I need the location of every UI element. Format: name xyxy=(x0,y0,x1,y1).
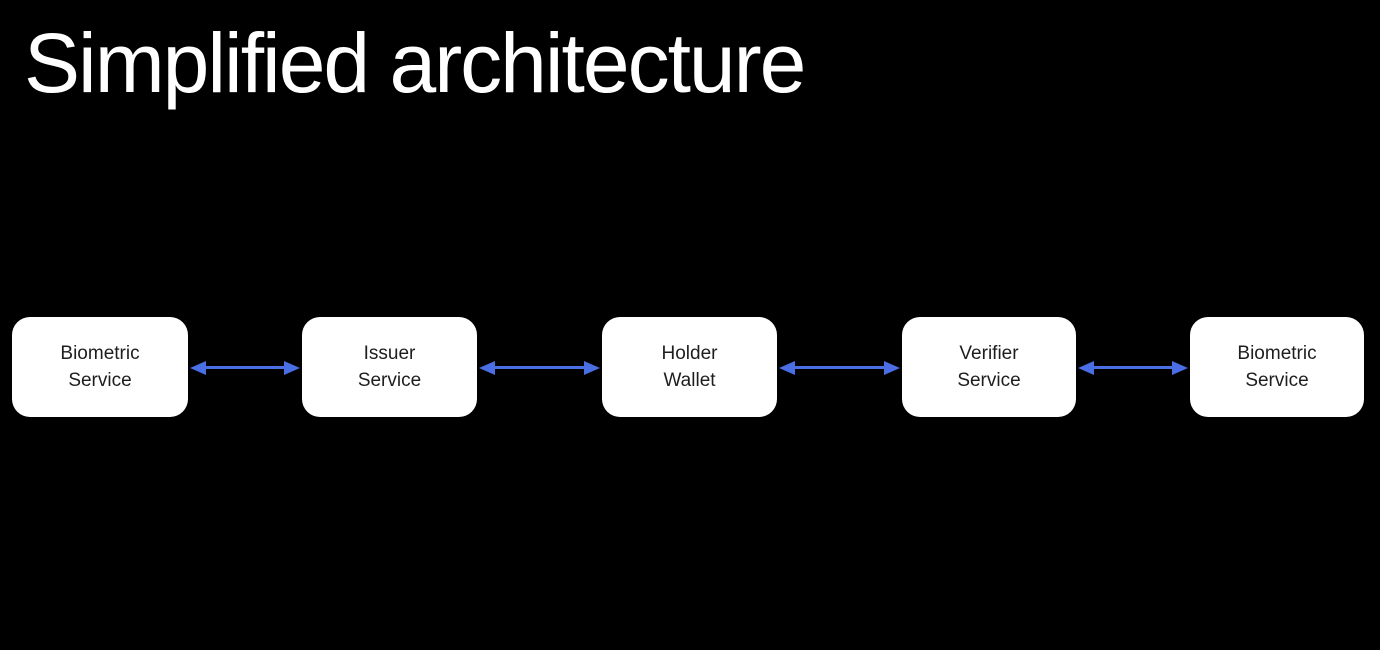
node-label-line: Biometric xyxy=(60,343,140,364)
slide-title: Simplified architecture xyxy=(24,16,806,110)
arrowhead-left-icon xyxy=(779,360,795,375)
arrowhead-left-icon xyxy=(1078,360,1094,375)
node-label-line: Service xyxy=(357,370,422,391)
bidirectional-arrow-2 xyxy=(479,360,600,375)
arrowhead-left-icon xyxy=(479,360,495,375)
arrow-shaft xyxy=(206,366,284,369)
arrow-shaft xyxy=(795,366,884,369)
arrowhead-left-icon xyxy=(190,360,206,375)
arrow-shaft xyxy=(495,366,584,369)
bidirectional-arrow-4 xyxy=(1078,360,1188,375)
node-label-line: Issuer xyxy=(363,343,416,364)
node-label-line: Service xyxy=(957,370,1021,391)
node-holder-wallet: Holder Wallet xyxy=(602,317,777,417)
node-verifier-service: Verifier Service xyxy=(902,317,1076,417)
arrowhead-right-icon xyxy=(1172,360,1188,375)
node-label-line: Service xyxy=(1245,370,1309,391)
bidirectional-arrow-1 xyxy=(190,360,300,375)
node-biometric-service-left: Biometric Service xyxy=(12,317,188,417)
node-label-line: Service xyxy=(68,370,132,391)
arrowhead-right-icon xyxy=(284,360,300,375)
arrow-shaft xyxy=(1094,366,1172,369)
arrowhead-right-icon xyxy=(884,360,900,375)
arrowhead-right-icon xyxy=(584,360,600,375)
node-label-line: Verifier xyxy=(959,343,1019,364)
node-issuer-service: Issuer Service xyxy=(302,317,477,417)
node-label-line: Biometric xyxy=(1237,343,1317,364)
node-label-line: Wallet xyxy=(663,370,716,391)
node-biometric-service-right: Biometric Service xyxy=(1190,317,1364,417)
node-label-line: Holder xyxy=(661,343,718,364)
bidirectional-arrow-3 xyxy=(779,360,900,375)
